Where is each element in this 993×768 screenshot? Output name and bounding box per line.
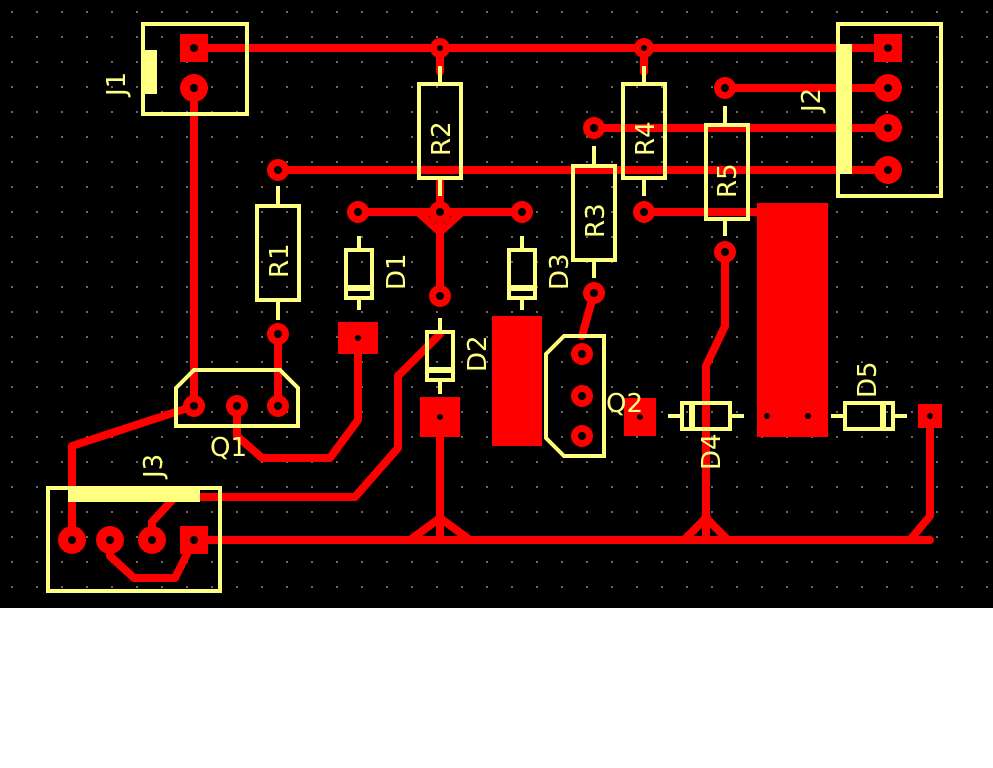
label-d4: D4 (697, 433, 727, 470)
q2-outline (544, 334, 606, 458)
drill-hole (354, 208, 362, 216)
label-q2: Q2 (606, 389, 643, 419)
drill-hole (106, 536, 114, 544)
drill-hole (884, 124, 892, 132)
drill-hole (355, 335, 361, 341)
pcb-layout-view: J1 J2 J3 R1 R2 R3 R4 R5 D1 D2 D3 D4 D5 Q… (0, 0, 993, 608)
drill-hole (578, 392, 586, 400)
copper-blocks (492, 203, 828, 446)
q1-outline (174, 368, 300, 428)
drill-hole (641, 45, 647, 51)
component-labels: J1 J2 J3 R1 R2 R3 R4 R5 D1 D2 D3 D4 D5 Q… (102, 72, 883, 480)
drill-holes (68, 44, 933, 544)
label-q1: Q1 (210, 433, 247, 463)
drill-hole (190, 84, 198, 92)
j3-key-bar (68, 488, 200, 502)
label-r5: R5 (713, 163, 743, 198)
drill-hole (68, 536, 76, 544)
drill-hole (518, 208, 526, 216)
label-j1: J1 (102, 72, 132, 98)
label-r4: R4 (631, 121, 661, 156)
drill-hole (590, 124, 598, 132)
drill-hole (578, 350, 586, 358)
label-d3: D3 (545, 253, 575, 290)
trace-r5-to-d4 (702, 248, 729, 418)
drill-hole (884, 84, 892, 92)
drill-hole (884, 166, 892, 174)
drill-hole (764, 413, 770, 419)
drill-hole (927, 413, 933, 419)
ic-block-right (757, 203, 828, 437)
drill-hole (721, 84, 729, 92)
j1-key-bar (143, 50, 157, 94)
drill-hole (637, 414, 643, 420)
blank-area (0, 608, 993, 768)
drill-hole (436, 292, 444, 300)
drill-hole (640, 208, 648, 216)
drill-hole (233, 402, 241, 410)
silkscreen-outlines (46, 22, 943, 593)
drill-hole (274, 166, 282, 174)
drill-hole (437, 45, 443, 51)
ic-block-middle (492, 316, 542, 446)
label-d2: D2 (463, 335, 493, 372)
trace-q1-to-j3 (68, 402, 198, 544)
trace-q1-mid-out (233, 334, 362, 462)
drill-hole (436, 208, 444, 216)
pad-bus-via-1 (434, 514, 446, 526)
drill-hole (190, 402, 198, 410)
trace-d-bus-fork (414, 208, 466, 236)
trace-j3-to-d2 (148, 330, 444, 544)
label-r1: R1 (265, 243, 295, 278)
label-d5: D5 (853, 361, 883, 398)
pad-bus-via-2 (700, 514, 712, 526)
label-j3: J3 (139, 454, 169, 480)
drill-hole (274, 402, 282, 410)
trace-d5-down (906, 410, 934, 544)
j2-key-bar (838, 44, 852, 174)
label-d1: D1 (382, 253, 412, 290)
drill-hole (274, 330, 282, 338)
label-r3: R3 (581, 203, 611, 238)
label-r2: R2 (427, 121, 457, 156)
drill-hole (590, 289, 598, 297)
drill-hole (721, 248, 729, 256)
drill-hole (884, 44, 892, 52)
pcb-board: J1 J2 J3 R1 R2 R3 R4 R5 D1 D2 D3 D4 D5 Q… (0, 0, 993, 608)
drill-hole (148, 536, 156, 544)
drill-hole (437, 414, 443, 420)
drill-hole (805, 413, 811, 419)
drill-hole (190, 44, 198, 52)
label-j2: J2 (797, 88, 827, 114)
drill-hole (578, 432, 586, 440)
drill-hole (190, 536, 198, 544)
